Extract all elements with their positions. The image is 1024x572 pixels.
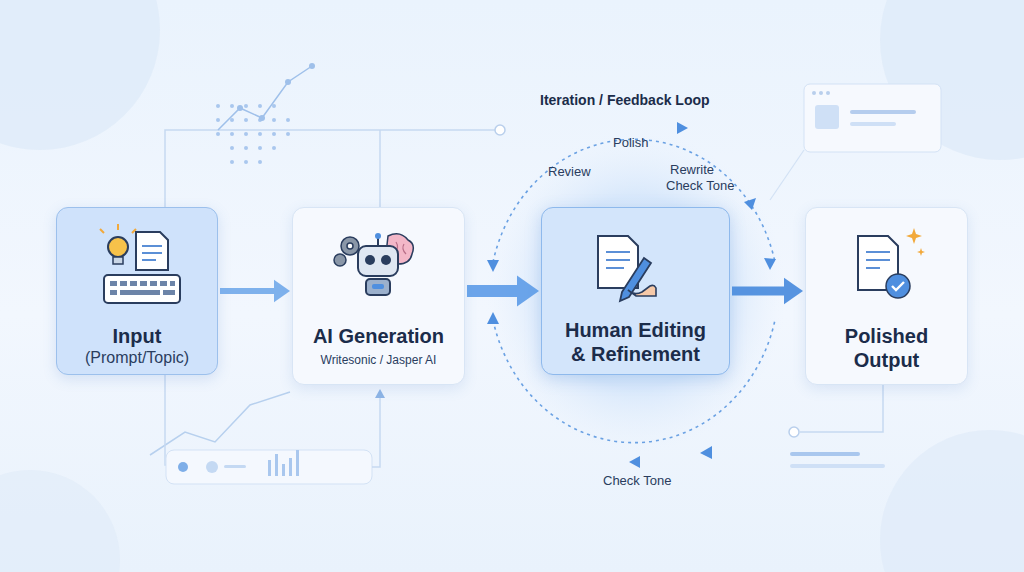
process-box: Human Editing & Refinement — [541, 207, 730, 375]
node-title: Human Editing & Refinement — [558, 318, 713, 366]
process-box: Polished Output — [805, 207, 968, 385]
loop-step: Polish — [613, 135, 648, 151]
mini-icon — [206, 461, 218, 473]
arrow-shaft — [467, 285, 519, 297]
robot-icon — [358, 233, 398, 295]
mini-panel — [166, 450, 372, 484]
window-mock — [804, 84, 941, 152]
deco-line — [800, 385, 883, 432]
loop-step: Check Tone — [603, 473, 671, 489]
loop-step: Review — [548, 164, 591, 180]
dot-grid — [216, 104, 290, 164]
node-subtitle: Writesonic / Jasper AI — [321, 351, 437, 369]
arrowhead — [517, 276, 539, 307]
process-box: AI GenerationWritesonic / Jasper AI — [292, 207, 465, 385]
process-box: Input(Prompt/Topic) — [56, 207, 218, 375]
deco-line — [165, 130, 500, 207]
edit-document-icon — [598, 236, 656, 301]
node-title: Polished Output — [826, 324, 947, 372]
node-title: Input — [113, 324, 162, 348]
deco-trend — [150, 392, 290, 455]
flow-arrow — [467, 276, 539, 307]
loop-title: Iteration / Feedback Loop — [540, 92, 710, 108]
lightbulb-icon — [100, 224, 136, 264]
deco-line — [372, 396, 380, 467]
document-icon — [136, 232, 168, 270]
mini-bars — [268, 450, 299, 476]
mini-bar — [224, 465, 246, 468]
arrow-shaft — [220, 288, 276, 294]
arrow-shaft — [732, 287, 786, 296]
deco-dot — [495, 125, 505, 135]
gear-icon — [334, 237, 359, 266]
bg-blob — [0, 0, 160, 150]
loop-step: Rewrite — [670, 162, 714, 178]
deco-line — [770, 150, 804, 200]
deco-bar — [790, 452, 860, 456]
deco-bar — [790, 464, 885, 468]
feedback-loop — [493, 139, 775, 442]
deco-dot — [789, 427, 799, 437]
brain-icon — [386, 234, 413, 264]
window-icon — [815, 105, 839, 129]
loop-arrowheads — [487, 122, 776, 468]
flow-arrow — [732, 278, 803, 305]
mini-icon — [178, 462, 188, 472]
arrowhead — [274, 280, 290, 302]
loop-step: Check Tone — [666, 178, 734, 194]
arrowhead — [784, 278, 803, 305]
bg-blob — [0, 470, 120, 572]
flow-arrow — [220, 280, 290, 302]
deco-trend — [218, 66, 312, 130]
deco-arrowhead — [375, 389, 385, 398]
focus-glow — [486, 132, 786, 452]
node-subtitle: (Prompt/Topic) — [85, 348, 189, 368]
keyboard-icon — [104, 275, 180, 303]
deco-line — [379, 130, 381, 207]
checked-document-icon — [858, 228, 925, 298]
node-title: AI Generation — [313, 324, 444, 348]
bg-blob — [880, 430, 1024, 572]
deco-trend-dots — [237, 63, 315, 121]
